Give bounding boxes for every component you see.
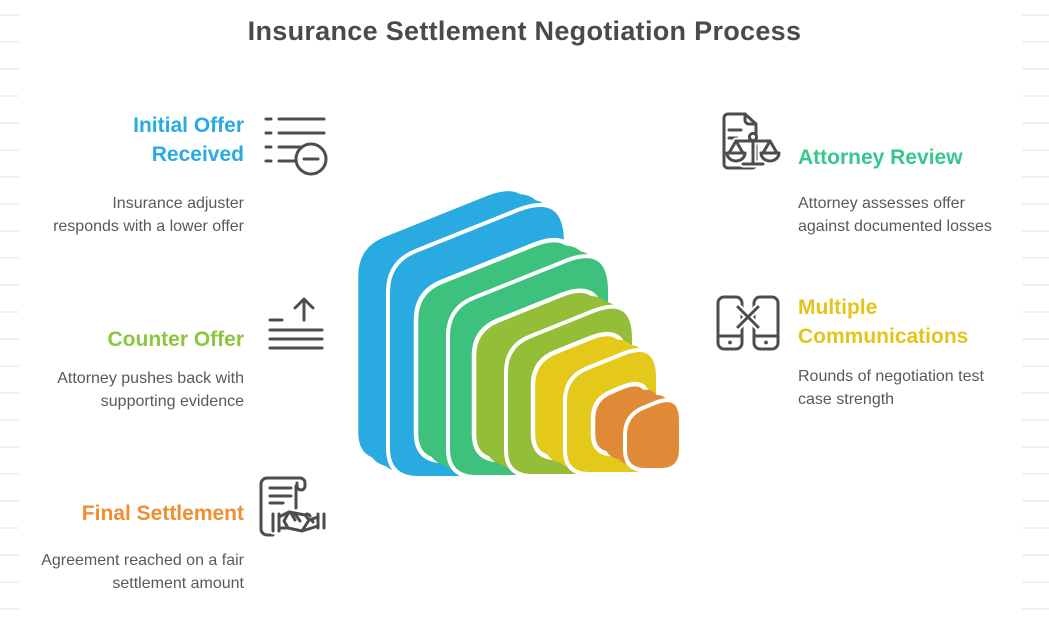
step-description: Attorney pushes back with supporting evi…	[57, 370, 244, 410]
step-title: Multiple Communications	[798, 296, 969, 348]
list-minus-icon	[258, 106, 332, 178]
page-title: Insurance Settlement Negotiation Process	[247, 16, 802, 46]
scroll-handshake-icon	[248, 470, 332, 542]
step-initial-offer: Initial Offer Received Insurance adjuste…	[52, 106, 332, 238]
square-layer-2	[413, 237, 612, 479]
square-layer-4	[530, 331, 660, 476]
step-title: Attorney Review	[798, 146, 963, 169]
step-title: Counter Offer	[107, 328, 245, 351]
step-multiple-communications: Multiple Communications Rounds of negoti…	[712, 292, 1012, 411]
step-counter-offer: Counter Offer Attorney pushes back with …	[52, 290, 332, 413]
right-edge-ruler-ticks	[1022, 14, 1049, 630]
step-title: Initial Offer Received	[133, 114, 244, 166]
square-layer-5	[590, 381, 683, 472]
left-edge-ruler-ticks	[0, 14, 19, 630]
step-attorney-review: Attorney Review Attorney assesses offer …	[712, 106, 1012, 238]
square-layer-1	[353, 186, 568, 480]
document-scales-icon	[712, 106, 782, 178]
phones-x-icon	[712, 292, 784, 354]
square-layer-3	[471, 288, 636, 478]
step-description: Agreement reached on a fair settlement a…	[41, 552, 244, 592]
step-final-settlement: Final Settlement Agreement reached on a …	[40, 470, 332, 595]
step-title: Final Settlement	[81, 502, 244, 525]
upload-arrow-lines-icon	[260, 290, 332, 356]
step-description: Attorney assesses offer against document…	[798, 195, 992, 235]
step-description: Insurance adjuster responds with a lower…	[53, 195, 244, 235]
step-description: Rounds of negotiation test case strength	[798, 368, 984, 408]
